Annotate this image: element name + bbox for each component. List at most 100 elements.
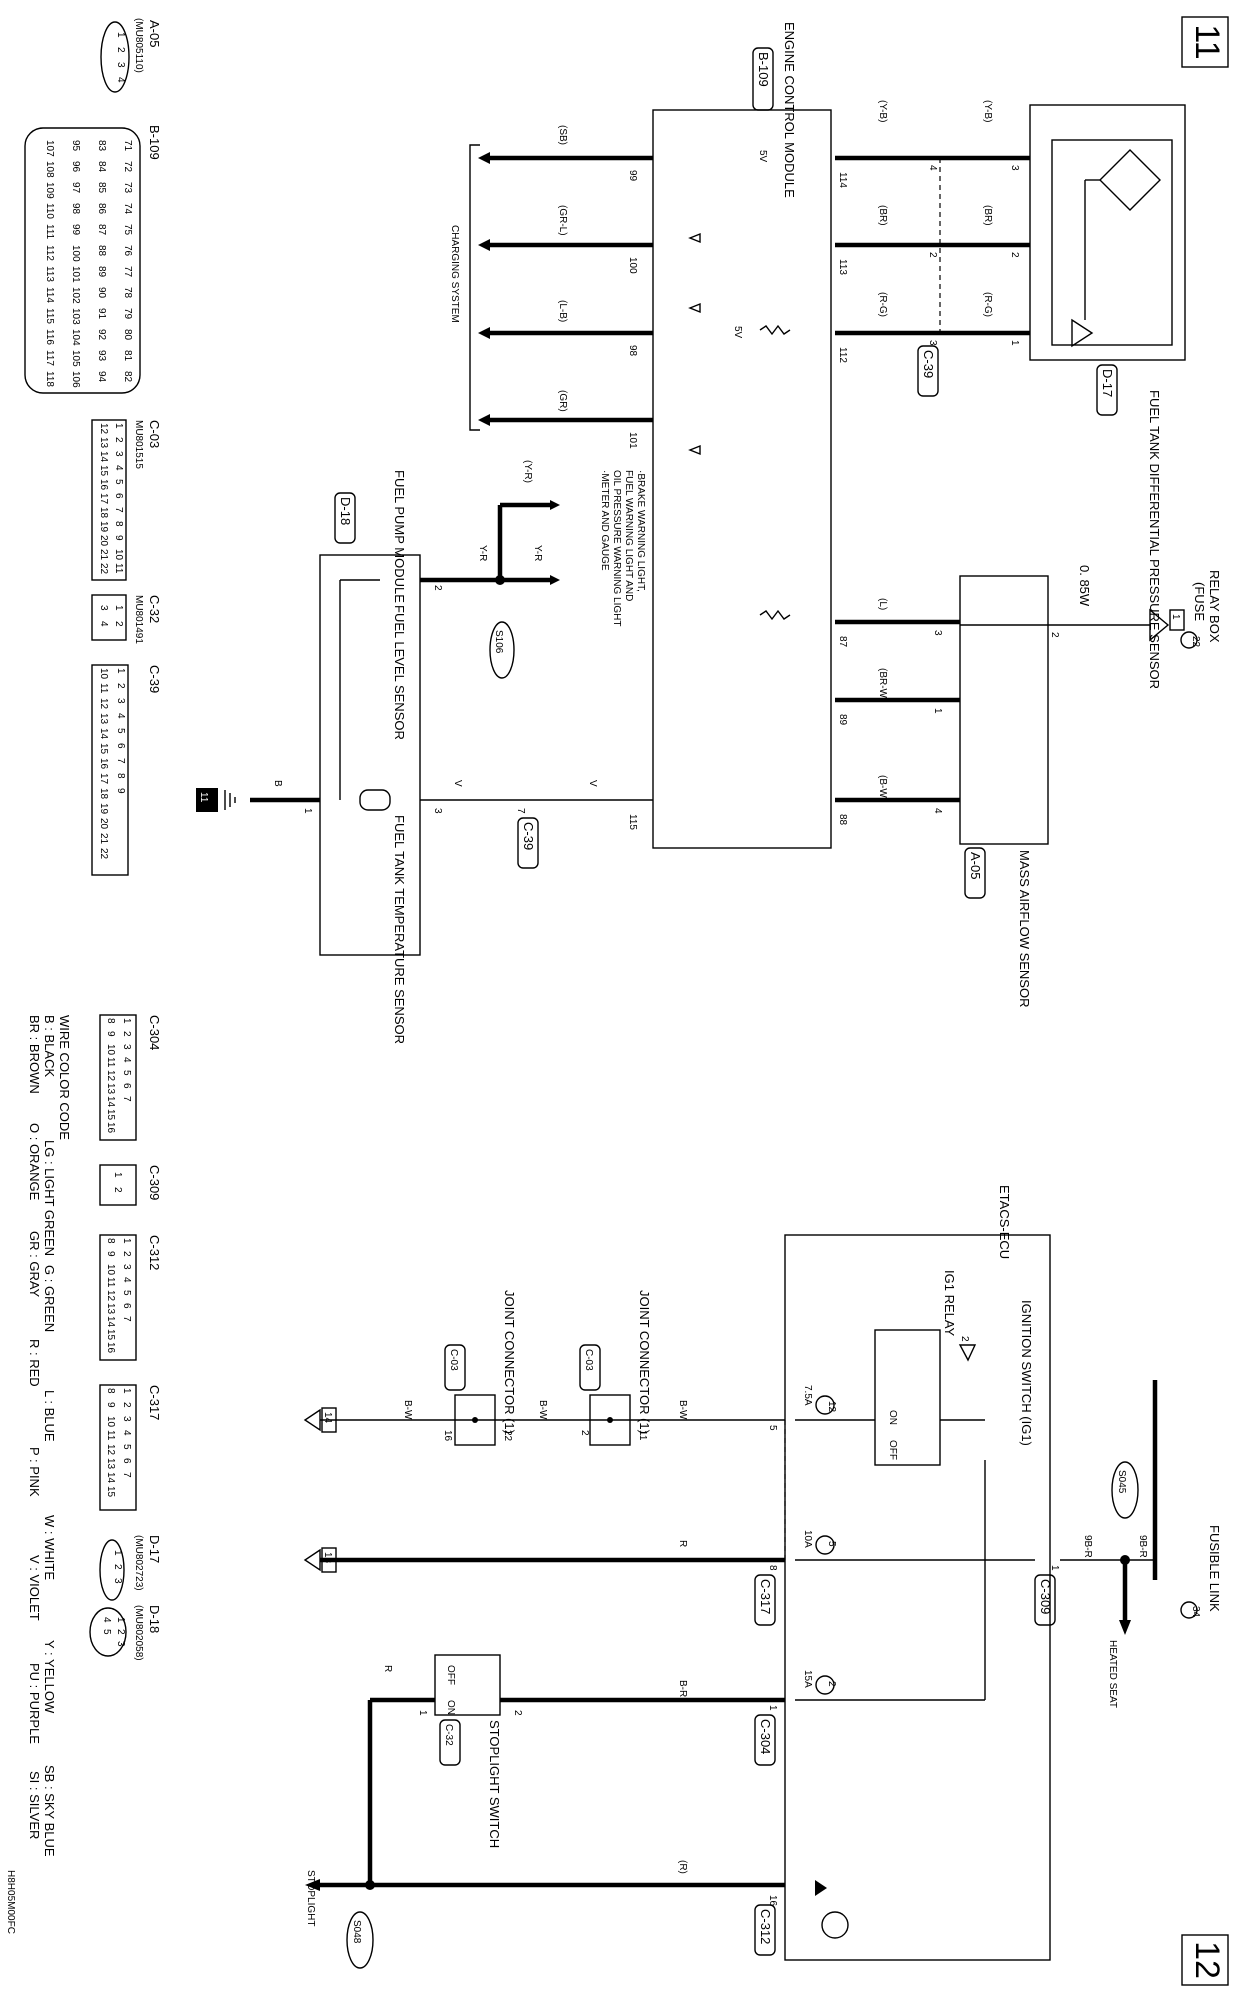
ignition-switch-label: IGNITION SWITCH (IG1) bbox=[1019, 1300, 1034, 1446]
c317-pin: 15 bbox=[105, 1486, 116, 1498]
legend-item: L : BLUE bbox=[42, 1390, 57, 1442]
sheet-12: 12 FUSIBLE LINK 34 S045 9B-R 9B-R HEATED… bbox=[5, 1014, 1229, 1986]
b109-pin: 105 bbox=[70, 350, 81, 367]
c312-tag bbox=[754, 1904, 776, 1956]
b109-pin: 71 bbox=[122, 140, 133, 152]
joint2-box bbox=[454, 1394, 496, 1446]
c03-pin: 11 bbox=[113, 563, 124, 574]
splice-s106-oval bbox=[489, 621, 515, 679]
conn-a05-pin-2: 2 bbox=[115, 47, 126, 53]
wire-color-9br-2: 9B-R bbox=[1082, 1535, 1093, 1558]
b109-pin: 101 bbox=[70, 266, 81, 283]
conn-a05-pin-1: 1 bbox=[115, 32, 126, 38]
c03-pin: 1 bbox=[113, 423, 124, 429]
conn-d17-grid: 123 bbox=[112, 1550, 123, 1584]
c312-pin: 4 bbox=[121, 1277, 132, 1283]
wire-color-grl: (GR-L) bbox=[557, 205, 568, 236]
c312-pin: 2 bbox=[121, 1251, 132, 1257]
c39-pin: 18 bbox=[98, 788, 109, 800]
c312-pin: 8 bbox=[105, 1238, 116, 1244]
fusible-link-no: 34 bbox=[1190, 1606, 1201, 1618]
conn-c03-part: MU801515 bbox=[133, 420, 144, 469]
wire-color-r-1: R bbox=[677, 1540, 688, 1547]
wire-color-yr-1: (Y-R) bbox=[522, 460, 533, 483]
legend-item: SI : SILVER bbox=[27, 1771, 42, 1839]
wire-color-yr-3: Y-R bbox=[532, 545, 543, 561]
c304-pin: 12 bbox=[105, 1070, 116, 1082]
arrow-100-icon bbox=[478, 239, 490, 251]
tag14-icon bbox=[303, 1408, 321, 1432]
ecm-pin-112: 112 bbox=[837, 347, 848, 363]
legend-item: B : BLACK bbox=[42, 1015, 57, 1077]
fuse5-rating: 10A bbox=[802, 1530, 813, 1548]
charging-bracket bbox=[469, 144, 480, 431]
b109-pin: 97 bbox=[70, 182, 81, 194]
wire-color-br-1: (BR) bbox=[877, 205, 888, 226]
joint1-pin-2: 2 bbox=[579, 1430, 590, 1436]
wire-color-9br-1: 9B-R bbox=[1137, 1535, 1148, 1558]
splice-dot-s048 bbox=[365, 1880, 375, 1890]
pressure-sensor-inner bbox=[1051, 139, 1173, 346]
legend-item: R : RED bbox=[27, 1339, 42, 1387]
ecm-resistor-b bbox=[759, 324, 791, 336]
joint2-label: JOINT CONNECTOR (1) bbox=[502, 1290, 517, 1434]
wire-color-yb-1: (Y-B) bbox=[877, 100, 888, 122]
c39-pin: 22 bbox=[98, 848, 109, 860]
relay-off-label: OFF bbox=[887, 1440, 898, 1460]
c03-pin: 20 bbox=[98, 535, 109, 547]
ecm-pin-101: 101 bbox=[627, 432, 638, 449]
etacs-label: ETACS-ECU bbox=[997, 1185, 1012, 1259]
c39-pin: 5 bbox=[115, 728, 126, 734]
c304-pin: 3 bbox=[121, 1044, 132, 1050]
meter-note-3: OIL PRESSURE WARNING LIGHT bbox=[611, 470, 622, 627]
maf-pin-1: 1 bbox=[932, 708, 943, 714]
d18-pin: 5 bbox=[101, 1629, 112, 1635]
c312-pin: 6 bbox=[121, 1303, 132, 1309]
c317-tag bbox=[754, 1574, 776, 1626]
conn-c39-shape bbox=[91, 664, 129, 876]
c32-pin: 1 bbox=[113, 605, 124, 611]
conn-c32-label: C-32 bbox=[147, 595, 162, 623]
c32-pin: 3 bbox=[98, 605, 109, 611]
b109-pin: 75 bbox=[122, 224, 133, 236]
wire-color-br-2: (BR) bbox=[982, 205, 993, 226]
b109-pin: 92 bbox=[96, 329, 107, 341]
wire-color-l: (L) bbox=[877, 598, 888, 610]
c309-pin: 2 bbox=[112, 1187, 123, 1193]
b109-pin: 94 bbox=[96, 371, 107, 383]
c39-pin: 10 bbox=[98, 668, 109, 680]
c317-pin-5: 5 bbox=[767, 1425, 778, 1431]
c317-pin: 8 bbox=[105, 1388, 116, 1394]
wire-color-bw-1: B-W bbox=[677, 1400, 688, 1420]
conn-c309-grid: 12 bbox=[112, 1172, 123, 1193]
b109-pin: 73 bbox=[122, 182, 133, 194]
c304-pin: 7 bbox=[121, 1096, 132, 1102]
wire-color-bw-2: B-W bbox=[537, 1400, 548, 1420]
ecm-pin-87: 87 bbox=[837, 636, 848, 648]
legend-item: SB : SKY BLUE bbox=[42, 1765, 57, 1857]
ecm-pin-113: 113 bbox=[837, 259, 848, 275]
ecm-pin-100: 100 bbox=[627, 257, 638, 274]
c32-pin: 4 bbox=[98, 621, 109, 627]
b109-pin: 100 bbox=[70, 245, 81, 262]
b109-pin: 88 bbox=[96, 245, 107, 257]
transistor-icon bbox=[821, 1911, 849, 1939]
b109-pin: 109 bbox=[44, 182, 55, 199]
ig1-relay-label: IG1 RELAY bbox=[942, 1270, 957, 1337]
c304-pin: 14 bbox=[105, 1096, 116, 1108]
ground-icon bbox=[224, 790, 236, 810]
d17-pin: 1 bbox=[112, 1550, 123, 1556]
legend-item: W : WHITE bbox=[42, 1515, 57, 1580]
legend-item: V : VIOLET bbox=[27, 1555, 42, 1621]
ground-tag: 11 bbox=[198, 792, 209, 803]
b109-pin: 96 bbox=[70, 161, 81, 173]
c317-pin: 6 bbox=[121, 1458, 132, 1464]
c312-pin: 9 bbox=[105, 1251, 116, 1257]
c03-pin: 2 bbox=[113, 437, 124, 443]
wire-color-r-paren: (R) bbox=[677, 1860, 688, 1874]
conn-c312-shape bbox=[99, 1234, 137, 1361]
c304-pin-1: 1 bbox=[767, 1705, 778, 1711]
